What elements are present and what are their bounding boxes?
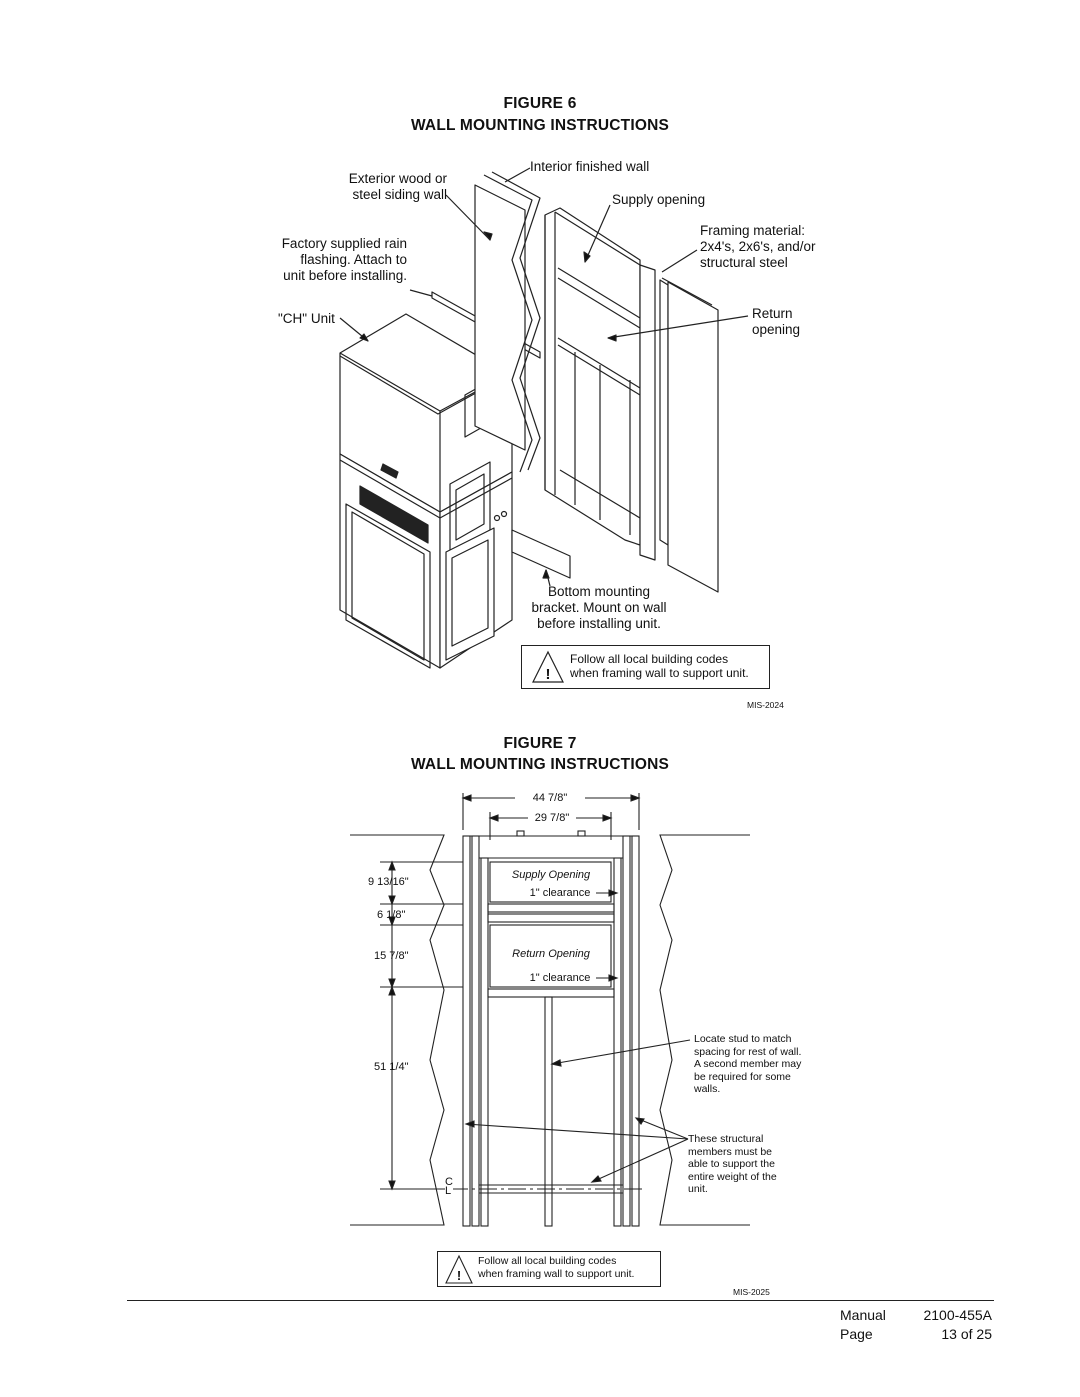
label-supply-opening: Supply opening	[612, 192, 706, 207]
dim-inner-width: 29 7/8"	[534, 812, 570, 824]
label-interior-wall: Interior finished wall	[530, 159, 650, 174]
label-ch-unit: "CH" Unit	[278, 311, 335, 326]
wall-frame-drawing	[544, 207, 669, 561]
figure-6-illustration	[339, 167, 749, 669]
label-bottom-bracket: Bottom mounting bracket. Mount on wall b…	[531, 584, 667, 631]
footer-manual-label: Manual	[840, 1307, 886, 1323]
label-exterior-wall: Exterior wood or steel siding wall	[348, 171, 447, 202]
label-return-opening-fig7: Return Opening	[512, 948, 590, 960]
dim-6-1-8: 6 1/8"	[377, 909, 406, 921]
figure-7-warning-text: Follow all local building codes when fra…	[478, 1255, 635, 1280]
dim-9-13-16: 9 13/16"	[368, 876, 409, 888]
mounting-bracket-drawing	[511, 529, 571, 579]
note-structural-members: These structural members must be able to…	[688, 1133, 777, 1195]
label-supply-opening-fig7: Supply Opening	[511, 869, 591, 881]
svg-text:!: !	[546, 666, 551, 683]
figure-6-warning-box: ! Follow all local building codes when f…	[521, 645, 770, 689]
dim-15-7-8: 15 7/8"	[374, 950, 409, 962]
figure-6-code: MIS-2024	[747, 700, 784, 710]
centerline-symbol: C L	[445, 1176, 453, 1197]
dim-overall-width: 44 7/8"	[532, 792, 568, 804]
figure-6-warning-text: Follow all local building codes when fra…	[570, 652, 749, 680]
footer-rule	[127, 1300, 994, 1301]
footer-page-number: 13 of 25	[941, 1326, 992, 1342]
exterior-siding-drawing	[474, 171, 541, 473]
figure-7-number: FIGURE 7	[503, 735, 577, 752]
label-return-clearance: 1" clearance	[524, 972, 596, 985]
figure-7-title: WALL MOUNTING INSTRUCTIONS	[410, 756, 670, 773]
label-supply-clearance: 1" clearance	[524, 887, 596, 900]
figure-7-code: MIS-2025	[733, 1287, 770, 1297]
label-rain-flashing: Factory supplied rain flashing. Attach t…	[281, 236, 407, 283]
figure-6-title: WALL MOUNTING INSTRUCTIONS	[410, 117, 670, 134]
warning-triangle-icon: !	[445, 1254, 473, 1284]
dim-51-1-4: 51 1/4"	[374, 1061, 409, 1073]
interior-panel-drawing	[667, 281, 719, 593]
svg-text:!: !	[457, 1268, 461, 1283]
label-return-opening: Return opening	[752, 306, 801, 337]
footer-page-label: Page	[840, 1326, 873, 1342]
warning-triangle-icon: !	[532, 650, 564, 683]
label-framing-material: Framing material: 2x4's, 2x6's, and/or s…	[700, 223, 816, 270]
figure-6-number: FIGURE 6	[503, 95, 577, 112]
note-locate-stud: Locate stud to match spacing for rest of…	[694, 1033, 802, 1095]
figure-7-warning-box: ! Follow all local building codes when f…	[437, 1251, 661, 1287]
figure-7-drawing	[350, 793, 750, 1227]
footer-manual-number: 2100-455A	[923, 1307, 992, 1323]
